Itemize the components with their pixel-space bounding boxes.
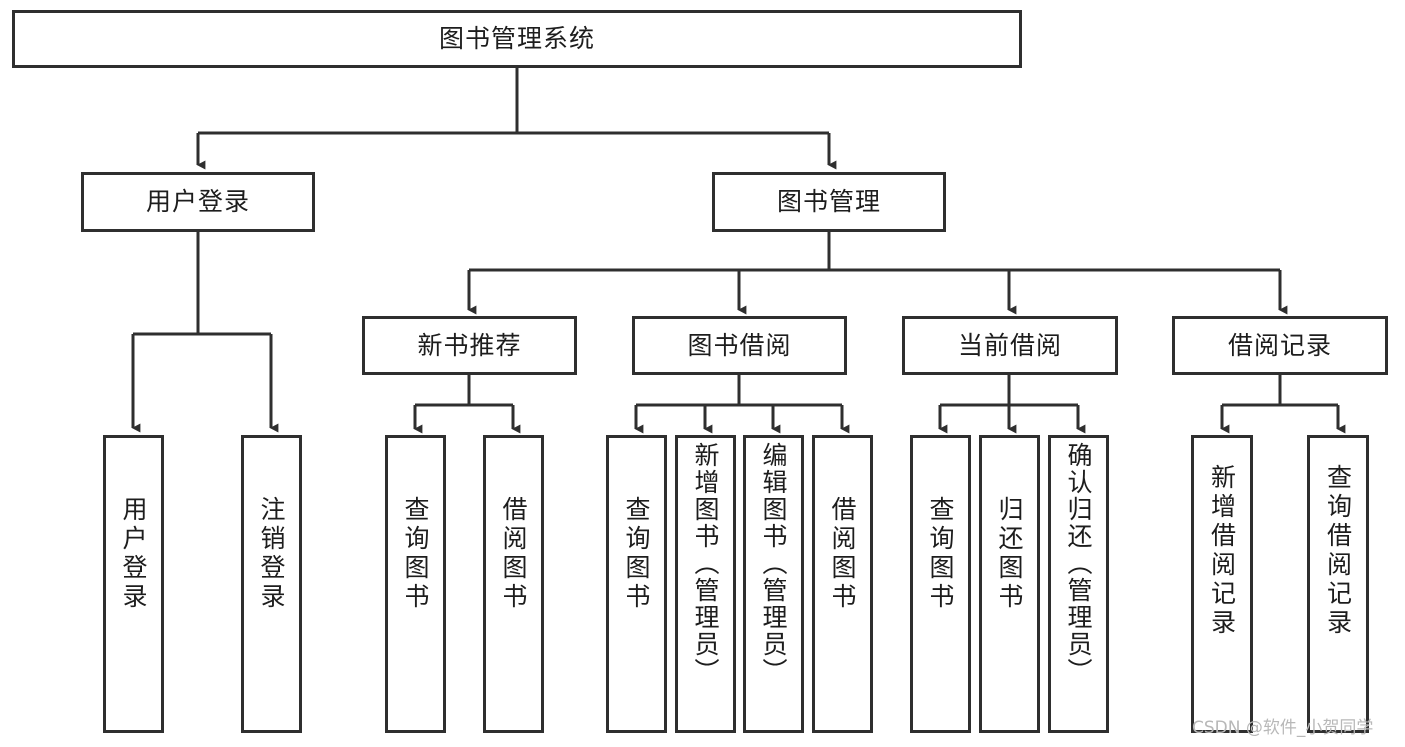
node-label: 查询图书 (926, 496, 955, 612)
node-user-login[interactable]: 用户登录 (81, 172, 315, 232)
node-leaf-borrow-book-new[interactable]: 借阅图书 (483, 435, 544, 733)
node-label: 图书管理系统 (438, 24, 595, 54)
node-label: 归还图书 (995, 496, 1024, 612)
node-label: 查询图书 (401, 496, 430, 612)
node-label: 用户登录 (145, 187, 250, 217)
node-new-book-recommend[interactable]: 新书推荐 (362, 316, 577, 375)
node-label: 新增借阅记录 (1207, 464, 1237, 638)
node-label: 当前借阅 (957, 330, 1062, 360)
node-label: 查询图书 (622, 496, 651, 612)
node-label: 新书推荐 (417, 330, 522, 360)
node-current-borrow[interactable]: 当前借阅 (902, 316, 1118, 375)
node-label: 查询借阅记录 (1323, 464, 1353, 638)
node-leaf-user-login[interactable]: 用户登录 (103, 435, 164, 733)
node-label: 借阅图书 (828, 496, 857, 612)
node-leaf-add-borrow-record[interactable]: 新增借阅记录 (1191, 435, 1253, 733)
node-leaf-edit-book-admin[interactable]: 编辑图书（管理员） (743, 435, 804, 733)
node-leaf-query-book-current[interactable]: 查询图书 (910, 435, 971, 733)
node-book-borrow[interactable]: 图书借阅 (632, 316, 847, 375)
node-leaf-return-book[interactable]: 归还图书 (979, 435, 1040, 733)
node-label: 借阅记录 (1227, 330, 1332, 360)
node-leaf-add-book-admin[interactable]: 新增图书（管理员） (675, 435, 736, 733)
node-label: 确认归还（管理员） (1064, 442, 1093, 685)
node-label: 图书管理 (776, 187, 881, 217)
node-leaf-query-borrow-record[interactable]: 查询借阅记录 (1307, 435, 1369, 733)
node-book-management[interactable]: 图书管理 (712, 172, 946, 232)
node-label: 编辑图书（管理员） (759, 442, 788, 685)
node-leaf-confirm-return-admin[interactable]: 确认归还（管理员） (1048, 435, 1109, 733)
csdn-watermark: CSDN @软件_小贺同学 (1192, 718, 1374, 738)
node-label: 用户登录 (119, 496, 148, 612)
node-leaf-query-book-borrow[interactable]: 查询图书 (606, 435, 667, 733)
node-leaf-logout[interactable]: 注销登录 (241, 435, 302, 733)
node-label: 借阅图书 (499, 496, 528, 612)
node-borrow-record[interactable]: 借阅记录 (1172, 316, 1388, 375)
node-label: 图书借阅 (687, 330, 792, 360)
node-leaf-query-book-new[interactable]: 查询图书 (385, 435, 446, 733)
node-label: 新增图书（管理员） (691, 442, 720, 685)
node-label: 注销登录 (257, 496, 286, 612)
node-root-book-management-system[interactable]: 图书管理系统 (12, 10, 1022, 68)
node-leaf-borrow-book[interactable]: 借阅图书 (812, 435, 873, 733)
